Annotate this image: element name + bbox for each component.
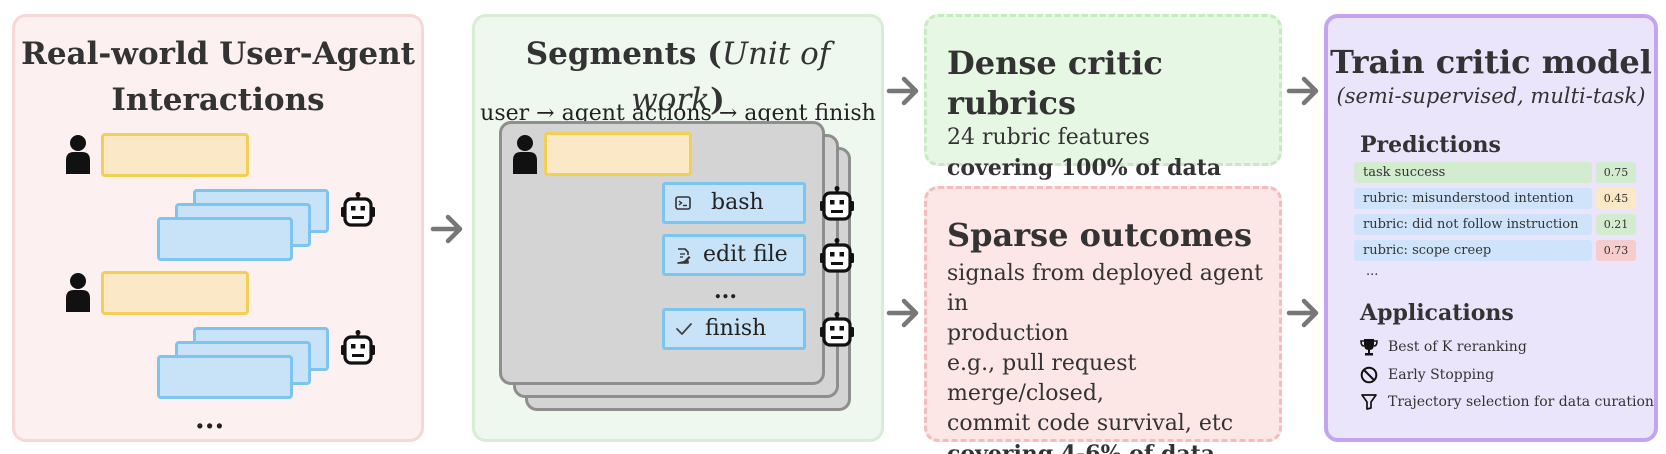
action-label: finish	[705, 316, 767, 341]
interactions-title: Real-world User-Agent Interactions	[15, 31, 421, 123]
interactions-panel: Real-world User-Agent Interactions ...	[12, 14, 424, 442]
agent-action-box	[157, 355, 293, 399]
application-label: Trajectory selection for data curation	[1388, 394, 1654, 410]
user-icon	[512, 134, 538, 174]
dense-coverage: covering 100% of data	[947, 155, 1222, 181]
checkmark-icon	[676, 323, 692, 335]
predictions-heading: Predictions	[1360, 132, 1501, 158]
trophy-icon	[1360, 339, 1378, 356]
arrow-icon	[1286, 296, 1320, 330]
predictions-ellipsis: ...	[1366, 264, 1379, 279]
segment-card: bash edit file ... finish	[499, 121, 825, 385]
train-critic-panel: Train critic model (semi-supervised, mul…	[1324, 14, 1658, 442]
robot-icon	[820, 186, 854, 222]
prediction-score: 0.75	[1596, 162, 1636, 183]
sparse-outcomes-panel: Sparse outcomes signals from deployed ag…	[924, 186, 1282, 454]
segments-panel: Segments (Unit of work) user → agent act…	[472, 14, 884, 442]
action-label: bash	[711, 190, 764, 215]
train-subtitle: (semi-supervised, multi-task)	[1336, 84, 1646, 108]
application-label: Early Stopping	[1388, 367, 1495, 383]
arrow-icon	[430, 212, 464, 246]
dense-title: Dense critic rubrics	[947, 44, 1163, 122]
arrow-icon	[886, 296, 920, 330]
application-item: Trajectory selection for data curation	[1360, 393, 1654, 411]
sparse-line: signals from deployed agent in	[947, 261, 1263, 316]
agent-action-box	[157, 217, 293, 261]
arrow-icon	[1286, 74, 1320, 108]
arrow-icon	[886, 74, 920, 108]
robot-icon	[820, 238, 854, 274]
interactions-title-line2: Interactions	[111, 82, 325, 118]
prediction-score: 0.73	[1596, 240, 1636, 261]
prediction-label: rubric: scope creep	[1354, 240, 1592, 261]
prediction-label: rubric: misunderstood intention	[1354, 188, 1592, 209]
applications-heading: Applications	[1360, 300, 1514, 326]
sparse-line: e.g., pull request merge/closed,	[947, 351, 1137, 406]
actions-ellipsis: ...	[714, 278, 737, 304]
robot-icon	[820, 312, 854, 348]
segments-title: Segments (Unit of work)	[525, 36, 831, 118]
robot-icon	[341, 330, 375, 366]
action-label: edit file	[703, 242, 788, 267]
robot-icon	[341, 192, 375, 228]
application-item: Early Stopping	[1360, 366, 1494, 384]
edit-file-action: edit file	[662, 234, 806, 276]
prediction-label: rubric: did not follow instruction	[1354, 214, 1592, 235]
sparse-line: commit code survival, etc	[947, 411, 1234, 436]
no-entry-icon	[1360, 366, 1378, 384]
dense-description: 24 rubric features	[947, 125, 1150, 150]
user-message-box	[544, 132, 692, 176]
user-message-box	[101, 271, 249, 315]
file-edit-icon	[677, 248, 691, 264]
terminal-icon	[675, 196, 691, 210]
sparse-title: Sparse outcomes	[947, 216, 1253, 254]
interactions-ellipsis: ...	[195, 402, 225, 435]
prediction-score: 0.21	[1596, 214, 1636, 235]
user-icon	[65, 272, 91, 312]
bash-action: bash	[662, 182, 806, 224]
prediction-score: 0.45	[1596, 188, 1636, 209]
sparse-coverage: covering 4-6% of data	[947, 441, 1215, 454]
finish-action: finish	[662, 308, 806, 350]
user-message-box	[101, 133, 249, 177]
dense-rubrics-panel: Dense critic rubrics 24 rubric features …	[924, 14, 1282, 181]
application-item: Best of K reranking	[1360, 338, 1527, 356]
user-icon	[65, 134, 91, 174]
sparse-line: production	[947, 321, 1069, 346]
interactions-title-line1: Real-world User-Agent	[21, 36, 415, 72]
application-label: Best of K reranking	[1388, 339, 1527, 355]
prediction-label: task success	[1354, 162, 1592, 183]
filter-icon	[1361, 394, 1377, 410]
train-title: Train critic model	[1330, 43, 1652, 81]
